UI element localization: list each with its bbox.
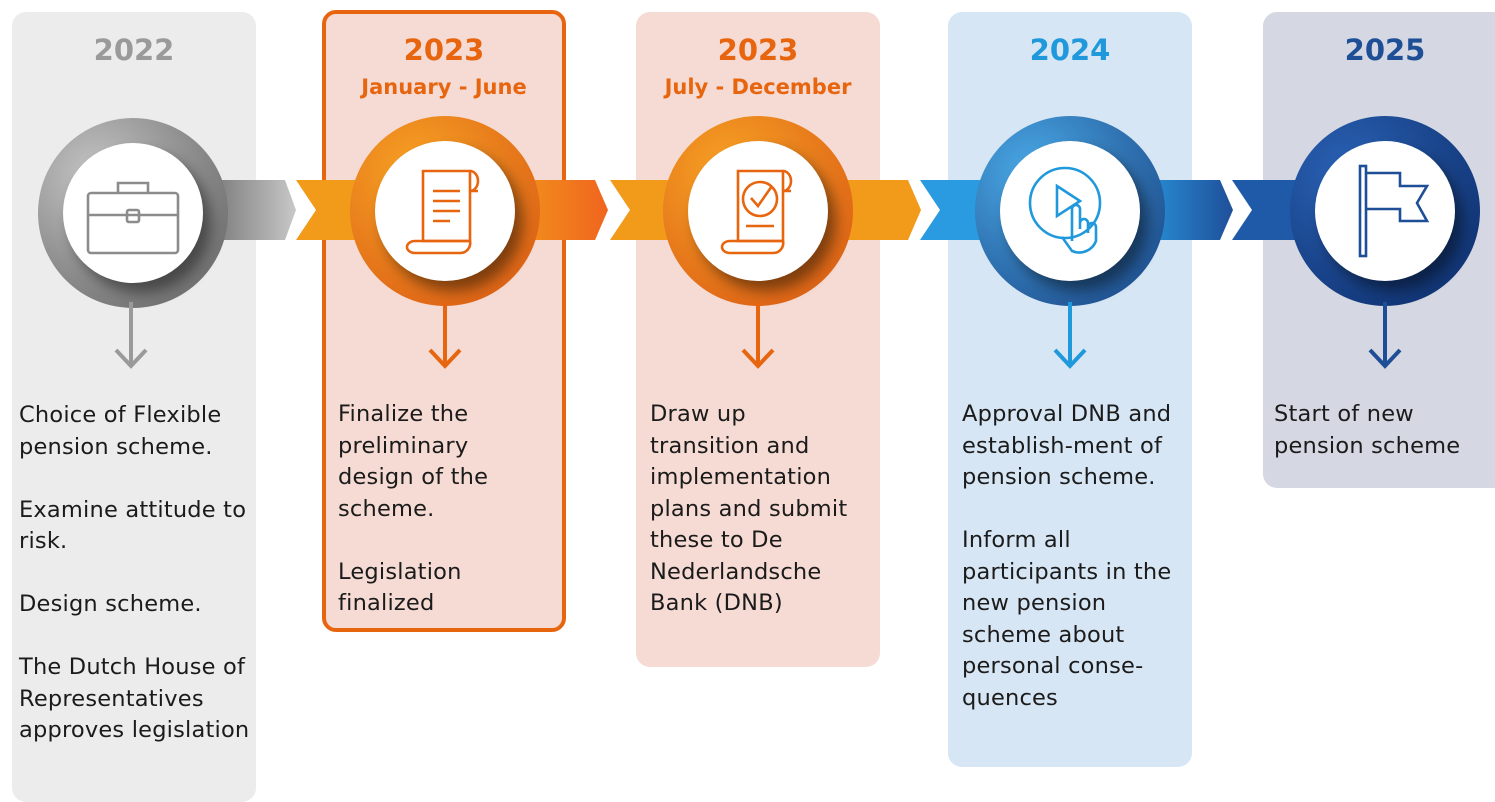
stage-year: 2022	[93, 33, 175, 67]
stage-2023-h1-description: Finalize the preliminary design of the s…	[338, 399, 538, 651]
down-arrow-icon	[428, 302, 462, 369]
description-line: Draw up transition and implementation pl…	[650, 401, 848, 616]
description-line: Legislation finalized	[338, 558, 462, 617]
description-line: The Dutch House of Representatives appro…	[19, 654, 250, 743]
stage-2023-h2-ring	[663, 116, 853, 306]
stage-2025-ring	[1290, 116, 1480, 306]
stage-2022-description: Choice of Flexible pension scheme. Exami…	[19, 400, 255, 778]
scroll-document-icon	[405, 169, 480, 255]
stage-2025-description: Start of new pension scheme	[1274, 399, 1489, 494]
checkmark-scroll-icon	[720, 169, 793, 255]
down-arrow-icon	[741, 302, 775, 369]
description-line: Finalize the preliminary design of the s…	[338, 401, 489, 522]
briefcase-icon	[86, 181, 180, 255]
stage-2023-h2-description: Draw up transition and implementation pl…	[650, 399, 860, 651]
description-line: Approval DNB and establish-ment of pensi…	[962, 401, 1172, 490]
stage-period: January - June	[361, 75, 527, 99]
stage-period: July - December	[664, 75, 852, 99]
description-line: Design scheme.	[19, 591, 202, 617]
stage-2024-ring	[975, 116, 1165, 306]
down-arrow-icon	[114, 302, 148, 369]
description-line: Choice of Flexible pension scheme.	[19, 402, 222, 460]
stage-year: 2023	[403, 33, 485, 67]
stage-2024-description: Approval DNB and establish-ment of pensi…	[962, 399, 1182, 746]
stage-year: 2025	[1344, 33, 1426, 67]
stage-2022-ring	[38, 118, 228, 308]
down-arrow-icon	[1368, 302, 1402, 369]
flag-icon	[1358, 164, 1430, 258]
description-line: Examine attitude to risk.	[19, 496, 247, 555]
stage-year: 2023	[717, 33, 799, 67]
stage-2023-h1-ring	[350, 116, 540, 306]
down-arrow-icon	[1053, 302, 1087, 369]
description-line: Start of new pension scheme	[1274, 401, 1461, 459]
stage-year: 2024	[1029, 33, 1111, 67]
click-play-icon	[1028, 166, 1102, 254]
description-line: Inform all participants in the new pensi…	[962, 527, 1172, 711]
